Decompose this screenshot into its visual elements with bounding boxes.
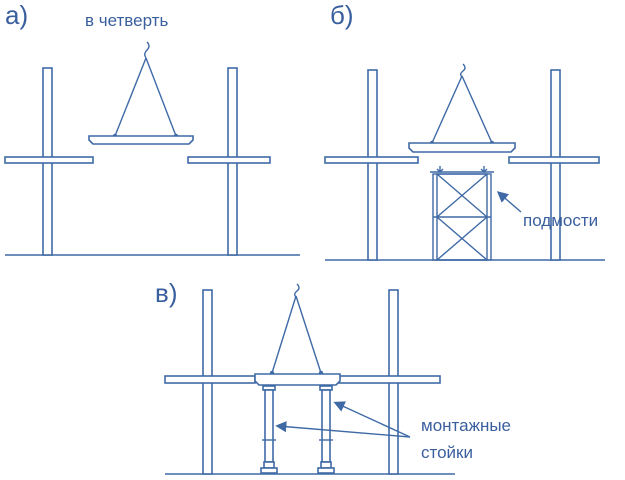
slab-a xyxy=(88,135,194,145)
panel-b-letter: б) xyxy=(330,0,354,30)
props-arrow-left xyxy=(275,421,411,438)
crane-hook-c xyxy=(294,283,300,298)
panel-b: б) подмости xyxy=(324,0,605,261)
column-right-b xyxy=(550,69,561,261)
sling-left-a xyxy=(114,57,147,137)
panel-a-letter: а) xyxy=(5,0,28,30)
sling-left-b xyxy=(431,75,463,144)
mounting-prop-right xyxy=(317,385,335,474)
sling-left-c xyxy=(271,295,297,374)
panel-a: а) в четверть xyxy=(4,0,300,256)
crossbar-right-b xyxy=(508,156,600,164)
crossbar-left-a xyxy=(4,156,94,164)
slab-b xyxy=(408,142,516,153)
props-arrow-right xyxy=(333,401,411,438)
scaffold-arrow xyxy=(496,191,522,213)
column-left-b xyxy=(367,69,378,261)
crane-hook-a xyxy=(144,41,150,59)
panel-a-caption: в четверть xyxy=(85,11,168,30)
scaffold-label: подмости xyxy=(523,211,598,230)
crossbar-left-b xyxy=(324,156,419,164)
sling-right-b xyxy=(461,75,493,144)
props-label-line2: стойки xyxy=(421,443,473,462)
slab-c xyxy=(254,373,341,386)
crane-hook-b xyxy=(460,63,466,78)
sling-right-c xyxy=(295,295,322,374)
props-label-line1: монтажные xyxy=(421,416,511,435)
crossbar-left-c xyxy=(164,375,256,384)
panel-c: в) монтажные стойки xyxy=(155,278,511,475)
scaffold-b xyxy=(430,166,494,261)
crossbar-right-c xyxy=(338,375,441,384)
sling-right-a xyxy=(145,57,177,137)
panel-c-letter: в) xyxy=(155,278,177,308)
mounting-prop-left xyxy=(260,385,278,474)
crossbar-right-a xyxy=(187,156,271,164)
